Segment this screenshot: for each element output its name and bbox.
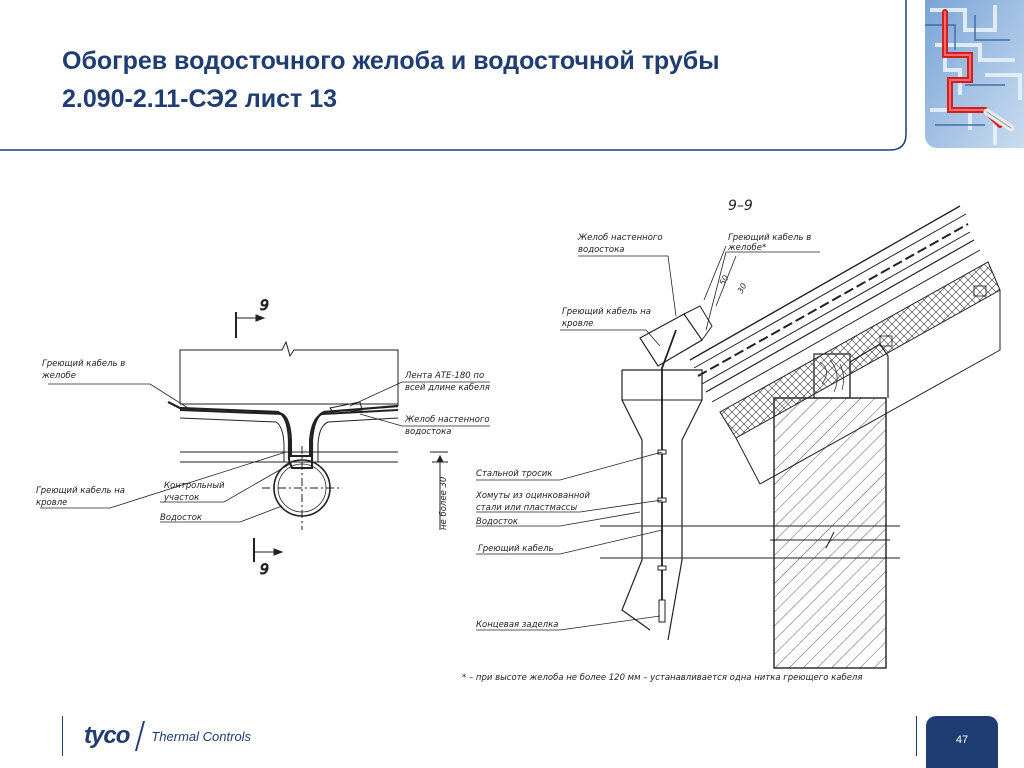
maze-illustration (925, 0, 1024, 148)
label-control-1: Контрольный (164, 481, 225, 491)
label-r-wall-gutter-2: водостока (578, 245, 624, 255)
right-view (476, 205, 1001, 669)
header-frame (0, 0, 907, 151)
footnote: * – при высоте желоба не более 120 мм – … (462, 673, 862, 683)
label-clamps-2: стали или пластмассы (476, 503, 577, 513)
label-tape-2: всей длине кабеля (405, 383, 490, 393)
label-r-cable-in-gutter-1: Греющий кабель в (728, 233, 811, 243)
maze-cable-image (925, 0, 1024, 148)
label-dim-50: 50 (718, 274, 731, 287)
title-line-1: Обогрев водосточного желоба и водосточно… (62, 47, 720, 75)
label-wall-gutter-2: водостока (405, 427, 451, 437)
logo-subtitle: Thermal Controls (151, 728, 252, 744)
page-number: 47 (955, 734, 969, 746)
label-r-cable-in-gutter-2: желобе* (727, 243, 766, 253)
left-labels: Греющий кабель в желобе Лента АТЕ-180 по… (36, 359, 490, 530)
section-title: 9–9 (728, 198, 753, 214)
brick-wall (773, 397, 887, 669)
section-mark-bottom: 9 (253, 538, 284, 579)
label-wall-gutter-1: Желоб настенного (404, 415, 490, 425)
label-downpipe: Водосток (160, 513, 203, 523)
label-end-seal: Концевая заделка (476, 620, 558, 630)
label-r-roof-cable-1: Греющий кабель на (562, 307, 651, 317)
section-label-top: 9 (260, 298, 269, 314)
label-r-downpipe: Водосток (476, 517, 519, 527)
label-tape-1: Лента АТЕ-180 по (404, 371, 484, 381)
logo-brand: tyco (84, 722, 130, 749)
technical-drawing: 9 9 (36, 198, 1001, 683)
label-roof-cable-2: кровле (36, 498, 67, 508)
page-title: Обогрев водосточного желоба и водосточно… (62, 42, 720, 118)
right-labels: 9–9 Желоб настенного водостока Греющий к… (462, 198, 862, 683)
label-roof-cable-1: Греющий кабель на (36, 486, 125, 496)
logo-slash (135, 721, 146, 751)
section-label-bottom: 9 (260, 562, 269, 578)
label-control-2: участок (163, 493, 200, 503)
page-number-box: 47 (926, 716, 998, 768)
label-dim-30: 30 (736, 282, 749, 295)
tyco-logo: tyco Thermal Controls (84, 718, 251, 754)
label-r-roof-cable-2: кровле (562, 319, 593, 329)
footer-divider-left (62, 716, 63, 756)
title-line-2: 2.090-2.11-СЭ2 лист 13 (62, 85, 337, 113)
left-view: 9 9 (40, 298, 490, 579)
label-r-wall-gutter-1: Желоб настенного (577, 233, 663, 243)
label-cable-in-gutter-2: желобе (41, 371, 76, 381)
label-dimension: не более 30 (439, 477, 449, 530)
label-cable-in-gutter-1: Греющий кабель в (42, 359, 125, 369)
section-mark-top: 9 (235, 298, 270, 338)
label-steel-cable: Стальной тросик (476, 469, 553, 479)
label-heating-cable: Греющий кабель (478, 544, 554, 554)
label-clamps-1: Хомуты из оцинкованной (475, 491, 591, 501)
footer-divider-right (916, 716, 917, 756)
